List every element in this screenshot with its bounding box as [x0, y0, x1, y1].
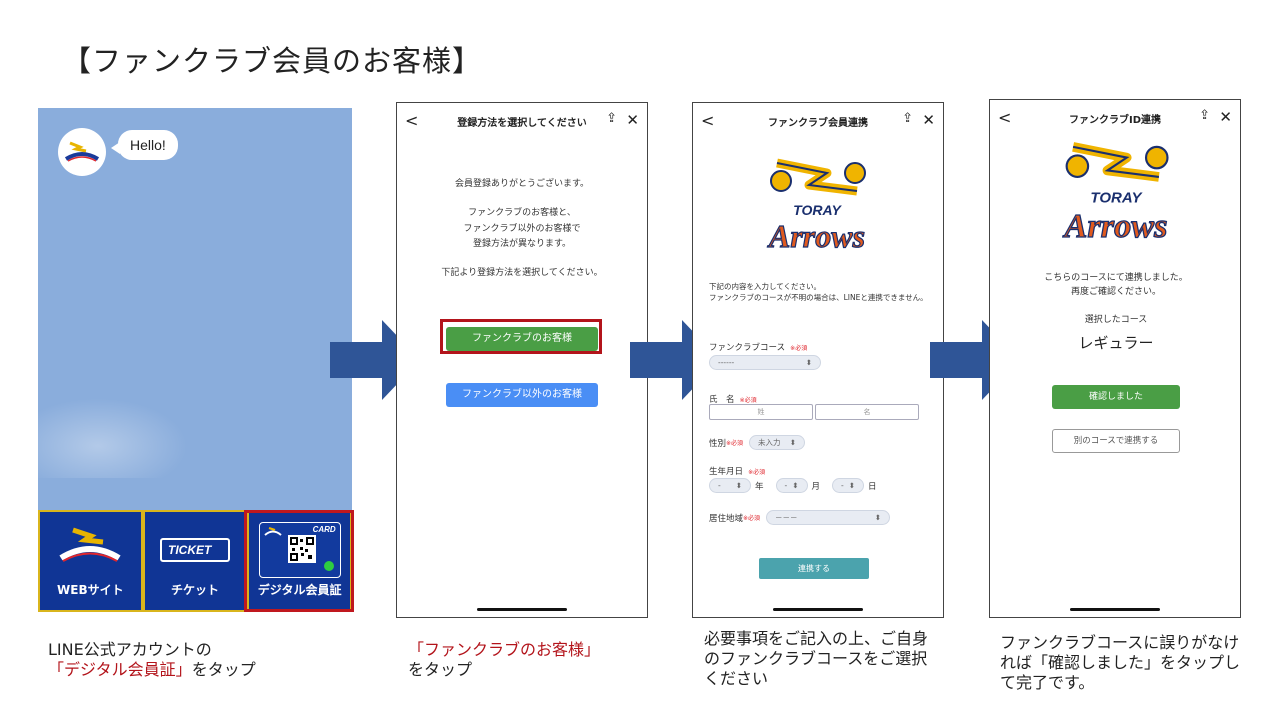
rich-menu-web[interactable]: WEBサイト: [38, 510, 143, 612]
rich-menu-digital-card-label: デジタル会員証: [257, 583, 342, 597]
back-icon[interactable]: <: [405, 111, 419, 130]
confirm-button[interactable]: 確認しました: [1052, 385, 1180, 409]
page-title: 【ファンクラブ会員のお客様】: [62, 44, 483, 78]
share-icon[interactable]: ⇪: [606, 111, 617, 126]
caption-step-4: ファンクラブコースに誤りがなければ「確認しました」をタップして完了です。: [1000, 633, 1241, 692]
back-icon[interactable]: <: [998, 108, 1012, 127]
close-icon[interactable]: ✕: [922, 111, 935, 129]
phone-select-method: < 登録方法を選択してください ⇪ ✕ 会員登録ありがとうございます。 ファンク…: [396, 102, 648, 618]
arrows-mini-logo-icon: [264, 527, 282, 536]
home-indicator: [1070, 608, 1160, 611]
arrows-avatar[interactable]: [58, 128, 106, 176]
birth-field-label: 生年月日 ※必須: [709, 467, 766, 477]
home-indicator: [773, 608, 863, 611]
card-tag: CARD: [312, 525, 336, 534]
arrows-logo-icon: [59, 527, 121, 562]
header-title: 登録方法を選択してください: [457, 117, 587, 129]
hello-bubble: Hello!: [111, 130, 178, 160]
phone-header: < 登録方法を選択してください ⇪ ✕: [397, 103, 647, 139]
rich-menu-web-label: WEBサイト: [57, 583, 124, 597]
form-intro: 下記の内容を入力してください。 ファンクラブのコースが不明の場合は、LINEと連…: [709, 282, 928, 303]
course-select[interactable]: ------⬍: [709, 355, 821, 370]
first-name-input[interactable]: 名: [815, 404, 919, 420]
logo-main-text: Arrows: [767, 218, 865, 254]
rich-menu-ticket-label: チケット: [171, 583, 220, 597]
stepper-icon: ⬍: [805, 358, 812, 367]
region-select[interactable]: －－－⬍: [766, 510, 891, 525]
name-field-label: 氏 名 ※必須: [709, 395, 757, 405]
non-fanclub-customer-button[interactable]: ファンクラブ以外のお客様: [446, 383, 598, 407]
toray-arrows-logo: TORAY Arrows: [766, 158, 866, 255]
close-icon[interactable]: ✕: [1219, 108, 1232, 126]
gender-row: 性別 ※必須 未入力⬍: [709, 435, 806, 450]
share-icon[interactable]: ⇪: [1199, 108, 1210, 123]
region-row: 居住地域 ※必須 －－－⬍: [709, 510, 891, 525]
fanclub-customer-button[interactable]: ファンクラブのお客様: [446, 327, 598, 351]
caption-step-2: 「ファンクラブのお客様」をタップ: [408, 640, 601, 679]
confirm-message: こちらのコースにて連携しました。 再度ご確認ください。: [1044, 273, 1188, 297]
close-icon[interactable]: ✕: [626, 111, 639, 129]
selected-course-label: 選択したコース: [1084, 315, 1148, 325]
selected-course-value: レギュラー: [1078, 334, 1154, 352]
toray-arrows-logo: TORAY Arrows: [1062, 142, 1169, 246]
stepper-icon: ⬍: [792, 481, 799, 490]
rich-menu: WEBサイト TICKET チケット CARD: [38, 510, 352, 612]
phone-header: < ファンクラブ会員連携 ⇪ ✕: [693, 103, 943, 139]
birth-row: -⬍ 年 -⬍ 月 -⬍ 日: [709, 478, 877, 493]
rich-menu-ticket[interactable]: TICKET チケット: [142, 510, 248, 612]
birth-month-select[interactable]: -⬍: [775, 478, 808, 493]
welcome-text: 会員登録ありがとうございます。 ファンクラブのお客様と、 ファンクラブ以外のお客…: [441, 179, 603, 278]
caption-step-1: LINE公式アカウントの「デジタル会員証」をタップ: [48, 640, 256, 679]
stepper-icon: ⬍: [848, 481, 856, 490]
birth-year-select[interactable]: -⬍: [709, 478, 751, 493]
fanclub-button-highlight: [440, 319, 602, 354]
logo-top-text: TORAY: [793, 202, 842, 218]
qr-code-icon: [287, 535, 316, 563]
birth-day-select[interactable]: -⬍: [832, 478, 865, 493]
back-icon[interactable]: <: [701, 111, 715, 130]
stepper-icon: ⬍: [789, 438, 797, 447]
digital-card-highlight: [244, 510, 354, 612]
cloud-decoration: [38, 398, 188, 478]
header-title: ファンクラブ会員連携: [768, 117, 868, 129]
link-other-course-button[interactable]: 別のコースで連携する: [1052, 429, 1180, 453]
caption-step-3: 必要事項をご記入の上、ご自身のファンクラブコースをご選択ください: [704, 629, 929, 688]
arrows-logo-icon: [64, 141, 100, 162]
rich-menu-digital-card[interactable]: CARD: [247, 510, 352, 612]
link-button[interactable]: 連携する: [759, 558, 869, 579]
gender-select[interactable]: 未入力⬍: [749, 435, 806, 450]
course-field-label: ファンクラブコース ※必須: [709, 343, 808, 353]
last-name-input[interactable]: 姓: [709, 404, 813, 420]
stepper-icon: ⬍: [874, 513, 882, 522]
share-icon[interactable]: ⇪: [902, 111, 913, 126]
line-icon: [323, 561, 334, 571]
logo-top-text: TORAY: [1090, 190, 1143, 207]
ticket-icon: TICKET: [160, 538, 230, 562]
logo-main-text: Arrows: [1063, 207, 1168, 245]
phone-header: < ファンクラブID連携 ⇪ ✕: [990, 100, 1240, 136]
stepper-icon: ⬍: [735, 481, 742, 490]
line-chat-screen: Hello! WEBサイト TICKET チケット CARD: [38, 108, 352, 612]
phone-fanclub-id-link: < ファンクラブID連携 ⇪ ✕ TORAY Arrows こちらのコースにて連…: [989, 99, 1241, 618]
phone-fanclub-link-form: < ファンクラブ会員連携 ⇪ ✕ TORAY Arrows 下記の内容を入力して…: [692, 102, 944, 618]
home-indicator: [477, 608, 567, 611]
member-card-icon: CARD: [258, 522, 341, 578]
header-title: ファンクラブID連携: [1068, 114, 1162, 126]
